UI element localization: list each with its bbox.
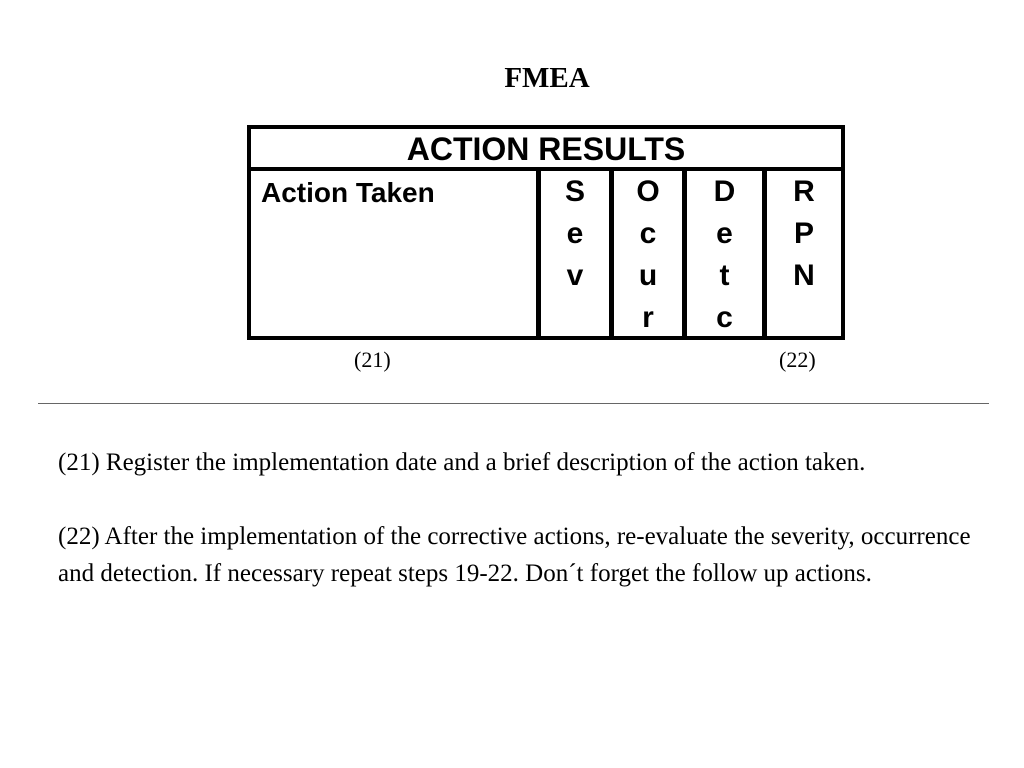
column-letter: P	[793, 217, 814, 250]
sev-column: S e v	[541, 171, 614, 336]
table-header: ACTION RESULTS	[251, 129, 841, 171]
action-results-table: ACTION RESULTS Action Taken S e v O c u …	[247, 125, 845, 340]
note-22: (22) After the implementation of the cor…	[58, 523, 971, 587]
divider	[38, 403, 989, 404]
detc-column: D e t c	[687, 171, 767, 336]
action-taken-label: Action Taken	[261, 177, 435, 208]
column-letter: r	[642, 301, 654, 334]
note-21: (21) Register the implementation date an…	[58, 449, 866, 476]
column-letter: e	[716, 217, 733, 250]
notes: (21) Register the implementation date an…	[58, 444, 998, 629]
column-letter: c	[639, 217, 657, 250]
column-letter: R	[793, 175, 815, 208]
column-letter: S	[564, 175, 585, 208]
ocur-column: O c u r	[614, 171, 687, 336]
column-letter: t	[719, 259, 730, 292]
column-letter: v	[566, 259, 584, 292]
column-letter: O	[636, 175, 660, 208]
column-letter: e	[566, 217, 584, 250]
reference-22-label: (22)	[779, 347, 816, 372]
rpn-column: R P N	[767, 171, 841, 336]
reference-21-label: (21)	[354, 347, 391, 372]
column-letter: c	[716, 301, 733, 334]
page-title: FMEA	[504, 62, 590, 94]
column-letter: N	[793, 259, 815, 292]
column-letter: u	[638, 259, 658, 292]
column-letter: D	[713, 175, 736, 208]
action-taken-column: Action Taken	[251, 171, 541, 336]
